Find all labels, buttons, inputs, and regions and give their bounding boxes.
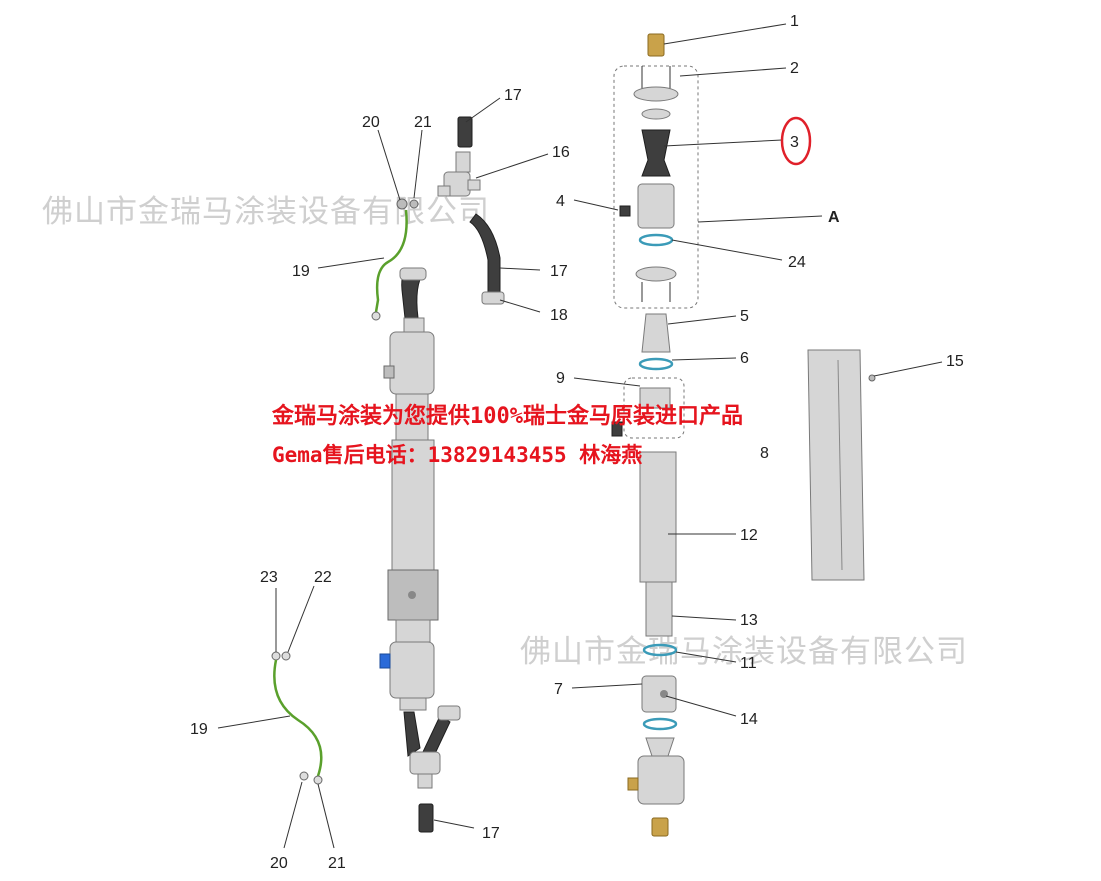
watermark-bottom: 佛山市金瑞马涂装设备有限公司 (520, 634, 968, 670)
callout-11: 11 (740, 655, 757, 672)
callout-17-bottom: 17 (482, 825, 500, 842)
callout-6: 6 (740, 350, 749, 367)
watermark-top: 佛山市金瑞马涂装设备有限公司 (42, 194, 490, 230)
callout-13: 13 (740, 612, 758, 629)
callout-12: 12 (740, 527, 758, 544)
callout-19-bottom: 19 (190, 721, 208, 738)
callout-22: 22 (314, 569, 332, 586)
callout-4: 4 (556, 193, 565, 210)
callout-23: 23 (260, 569, 278, 586)
callout-18: 18 (550, 307, 568, 324)
callout-2: 2 (790, 60, 799, 77)
assembled-pump (379, 267, 461, 833)
callout-14: 14 (740, 711, 758, 728)
callout-A: A (828, 209, 840, 226)
callout-3: 3 (790, 134, 799, 151)
callout-21-bottom: 21 (328, 855, 346, 872)
mounting-bracket (807, 349, 876, 581)
highlight-circle (780, 116, 812, 166)
callout-8: 8 (760, 445, 769, 462)
callout-19-top: 19 (292, 263, 310, 280)
leader-lines (217, 23, 943, 849)
callout-24: 24 (788, 254, 806, 271)
callout-20-bottom: 20 (270, 855, 288, 872)
callout-labels: 1 2 3 4 A 24 5 6 9 8 12 13 11 7 14 15 17… (190, 13, 964, 872)
callout-9: 9 (556, 370, 565, 387)
promo-line-2: Gema售后电话：13829143455 林海燕 (272, 443, 643, 467)
callout-17-top: 17 (504, 87, 522, 104)
suction-parts (371, 116, 505, 321)
callout-17-mid: 17 (550, 263, 568, 280)
callout-21-top: 21 (414, 114, 432, 131)
callout-15: 15 (946, 353, 964, 370)
ground-wire-set (271, 651, 323, 785)
callout-1: 1 (790, 13, 799, 30)
promo-line-1: 金瑞马涂装为您提供100%瑞士金马原装进口产品 (272, 404, 743, 429)
callout-7: 7 (554, 681, 563, 698)
callout-20-top: 20 (362, 114, 380, 131)
callout-16: 16 (552, 144, 570, 161)
callout-5: 5 (740, 308, 749, 325)
exploded-stack (611, 33, 699, 837)
